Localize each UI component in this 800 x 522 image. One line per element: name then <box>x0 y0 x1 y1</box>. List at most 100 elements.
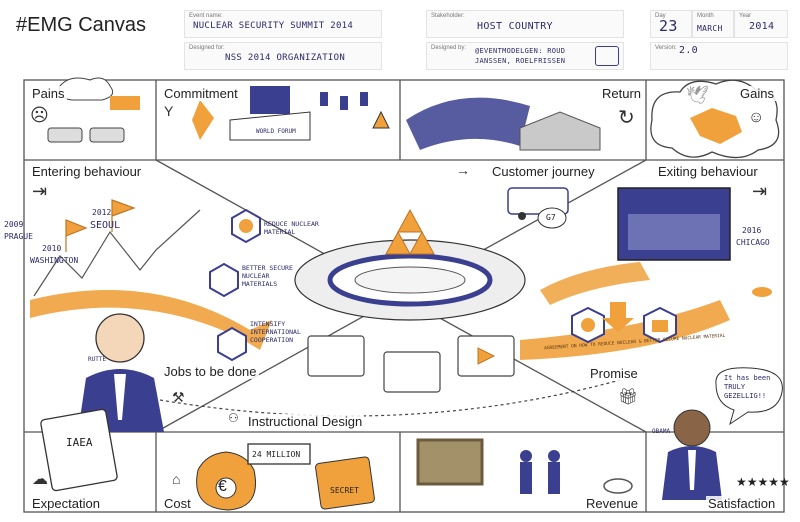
rutte-text: RUTTE <box>88 356 107 363</box>
obama-portrait <box>662 409 722 500</box>
designed-for-box: Designed for: NSS 2014 ORGANIZATION <box>184 42 382 70</box>
zone-cost: Cost <box>162 496 193 511</box>
handshake-hexagon <box>217 326 247 362</box>
triangle-logo <box>385 208 435 255</box>
zone-exiting-behaviour: Exiting behaviour <box>656 164 760 179</box>
enter-icon: ⇥ <box>32 181 48 201</box>
summit-screen <box>617 187 731 261</box>
pains-area-drawing <box>47 77 140 143</box>
bubble-meeting <box>383 351 441 393</box>
journey-path <box>30 262 772 417</box>
zone-satisfaction: Satisfaction <box>706 496 778 511</box>
gift-icon: 🎁︎ <box>618 389 639 406</box>
zone-expectation: Expectation <box>30 496 102 511</box>
canvas-border <box>23 79 785 513</box>
return-theatre <box>406 97 601 151</box>
g7-text: G7 <box>546 213 556 222</box>
dove-icon: 🕊︎ <box>686 85 709 105</box>
canvas-title: #EMG Canvas <box>16 14 147 36</box>
hexagon-icons <box>209 208 261 362</box>
stakeholder-box: Stakeholder: HOST COUNTRY <box>426 10 624 38</box>
flags <box>320 92 368 110</box>
event-name-box: Event name: Nuclear Security Summit 2014 <box>184 10 382 38</box>
event-name-value: Nuclear Security Summit 2014 <box>193 21 354 31</box>
version-value: 2.0 <box>679 45 698 56</box>
year-2010: 2010 <box>42 244 62 253</box>
day-value: 23 <box>659 17 678 35</box>
month-value: MARCH <box>697 24 723 33</box>
designed-for-value: NSS 2014 ORGANIZATION <box>225 53 346 63</box>
exit-icon: ⇥ <box>752 181 768 201</box>
y-split-icon: Y <box>164 103 174 119</box>
zone-pains: Pains <box>30 86 67 101</box>
year-2016: 2016 <box>742 226 762 235</box>
smiley-face-icon: ☺ <box>748 109 765 126</box>
play-icon <box>477 347 496 365</box>
stakeholder-value: HOST COUNTRY <box>477 21 553 32</box>
people-hierarchy-icon: ⚇ <box>228 411 239 425</box>
zone-gains: Gains <box>738 86 776 101</box>
iaea-document <box>40 408 118 492</box>
year-label: Year <box>739 13 752 19</box>
bubble-presentation <box>307 335 365 377</box>
day-label: Day <box>655 13 666 19</box>
logo-badge <box>595 46 619 66</box>
world-forum-text: WORLD FORUM <box>256 128 296 135</box>
timeline-mountains <box>33 199 201 297</box>
tag-icon: ⌂ <box>172 471 181 487</box>
designed-by-label: Designed by: <box>431 45 467 51</box>
year-2012: 2012 <box>92 208 112 217</box>
secret-briefcase <box>315 456 375 510</box>
year-2009: 2009 <box>4 220 24 229</box>
handshake-figures <box>520 450 560 494</box>
divider-diag-bl <box>155 295 401 433</box>
reduce-label: REDUCE NUCLEAR MATERIAL <box>264 220 319 236</box>
obama-text: OBAMA <box>652 428 671 435</box>
five-stars-icon: ★★★★★ <box>736 475 790 489</box>
summit-table <box>294 239 526 321</box>
day-box: Day 23 <box>650 10 692 38</box>
zone-jobs-to-be-done: Jobs to be done <box>162 364 259 379</box>
g7-ring <box>537 207 567 229</box>
zone-customer-journey: Customer journey <box>490 164 597 179</box>
grid-lines <box>23 79 785 513</box>
speech-bubble-text: It has been TRULY GEZELLIG!! <box>724 374 771 400</box>
month-box: Month MARCH <box>692 10 734 38</box>
zone-revenue: Revenue <box>584 496 641 511</box>
nuclear-barrel-hexagon <box>209 262 239 298</box>
intensify-label: INTENSIFY INTERNATIONAL COOPERATION <box>250 320 301 344</box>
event-name-label: Event name: <box>189 13 223 19</box>
worker-icon: ⚒ <box>172 389 185 405</box>
zone-instructional-design: Instructional Design <box>246 414 365 429</box>
year-value: 2014 <box>749 21 775 32</box>
city-chicago: CHICAGO <box>736 238 770 247</box>
better-secure-label: BETTER SECURE NUCLEAR MATERIALS <box>242 264 293 288</box>
version-box: Version: 2.0 <box>650 42 788 70</box>
month-label: Month <box>697 13 714 19</box>
cost-amount-text: 24 MILLION <box>252 450 301 459</box>
stakeholder-label: Stakeholder: <box>431 13 465 19</box>
version-label: Version: <box>655 45 677 51</box>
city-prague: PRAGUE <box>4 232 33 241</box>
revenue-painting <box>416 438 484 486</box>
zone-entering-behaviour: Entering behaviour <box>30 164 144 179</box>
zone-commitment: Commitment <box>162 86 240 101</box>
cost-amount-box <box>247 443 311 465</box>
zone-return: Return <box>600 86 644 101</box>
zone-promise: Promise <box>588 366 640 381</box>
city-washington: WASHINGTON <box>30 256 79 265</box>
world-forum-building <box>192 86 311 141</box>
year-box: Year 2014 <box>734 10 788 38</box>
journey-arrow-icon: → <box>456 162 470 178</box>
radiation-symbol-icon <box>239 219 253 233</box>
designed-for-label: Designed for: <box>189 45 225 51</box>
euro-icon: € <box>218 478 227 495</box>
path-badges <box>571 302 677 344</box>
revenue-ring <box>603 478 633 494</box>
journey-bus <box>507 187 569 220</box>
money-bag <box>196 451 256 511</box>
canvas-header: #EMG Canvas Event name: Nuclear Security… <box>0 0 800 80</box>
secret-text: SECRET <box>330 486 359 495</box>
speech-bubble-shape <box>715 367 783 426</box>
